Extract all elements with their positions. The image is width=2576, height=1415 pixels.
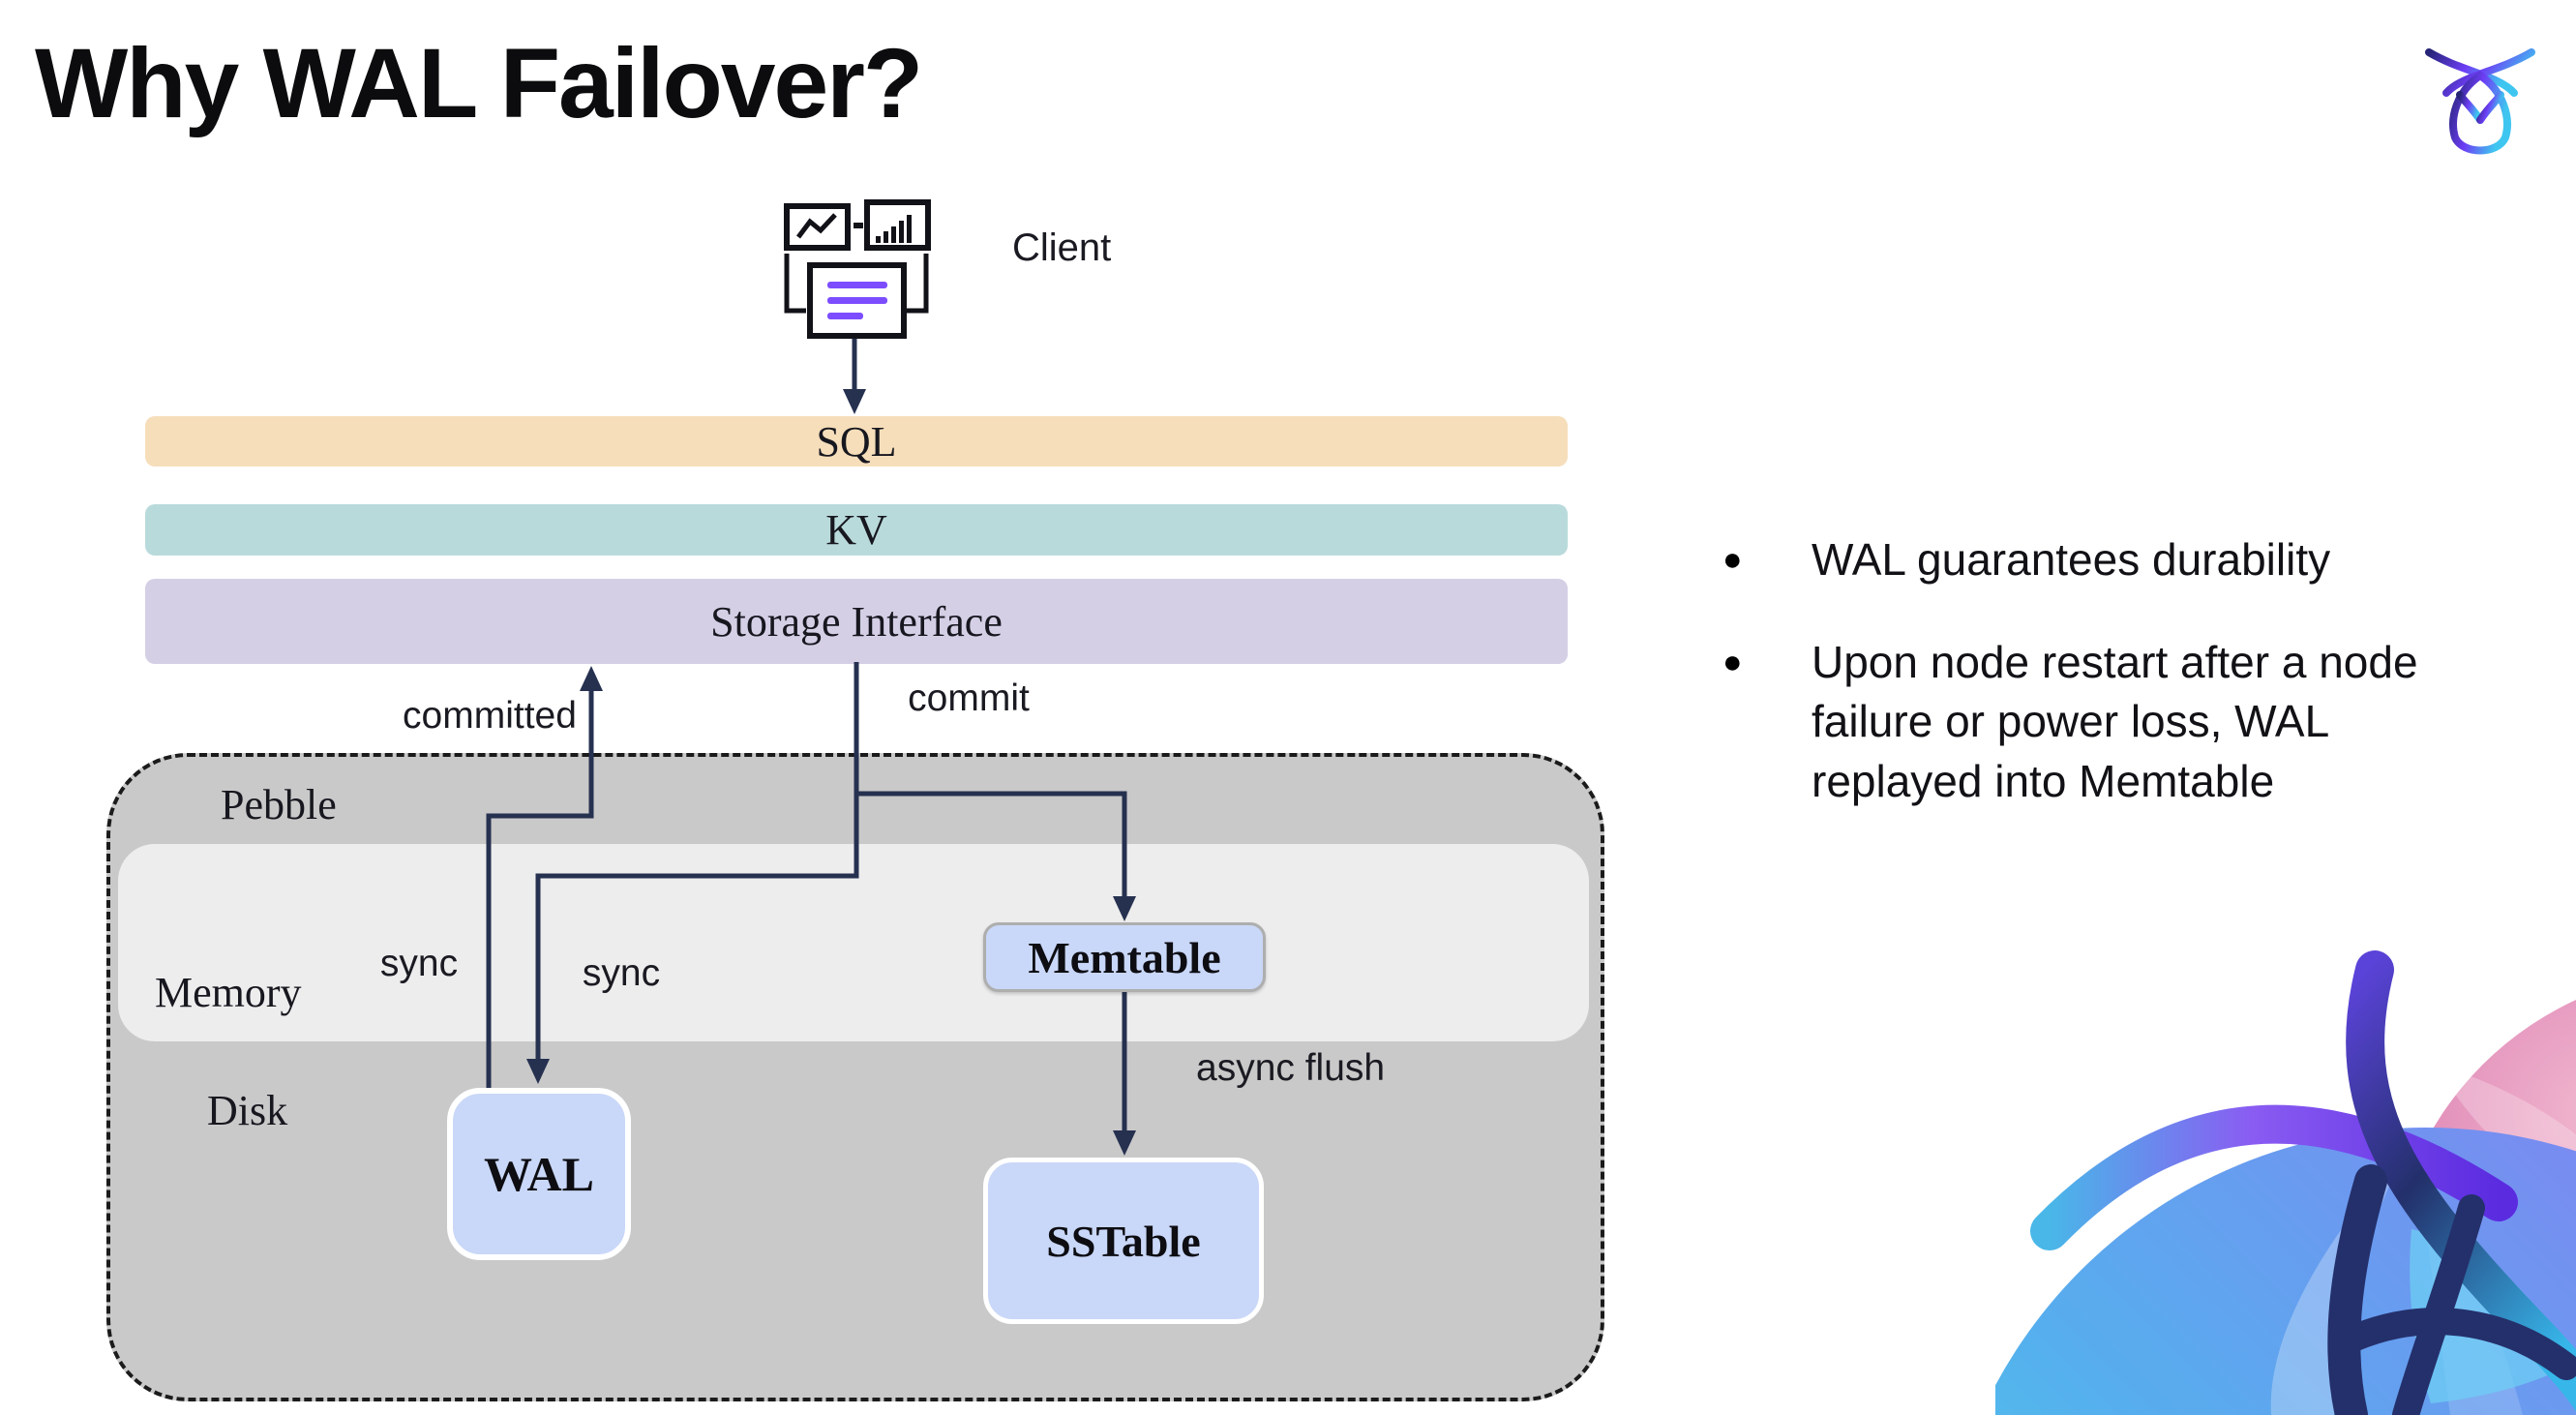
layer-label-sql: SQL (816, 417, 897, 466)
arrowhead-committed (580, 666, 603, 691)
client-label: Client (1012, 226, 1112, 269)
memory-region (118, 844, 1589, 1041)
layer-label-kv: KV (825, 506, 887, 554)
cockroachdb-logo (2425, 48, 2535, 159)
wal-node-label: WAL (484, 1147, 594, 1201)
list-item: ● WAL guarantees durability (1695, 530, 2566, 590)
wal-node: WAL (447, 1088, 631, 1260)
sstable-node-label: SSTable (1046, 1216, 1201, 1266)
memtable-node-label: Memtable (1028, 932, 1221, 982)
bullet-text: WAL guarantees durability (1812, 534, 2331, 585)
bullet-list: ● WAL guarantees durability ● Upon node … (1695, 530, 2566, 855)
layer-bar-storage-interface: Storage Interface (145, 579, 1568, 664)
list-item: ● Upon node restart after a node failure… (1695, 633, 2566, 812)
arrowhead-client (843, 389, 866, 414)
memtable-node: Memtable (983, 922, 1266, 992)
document-lines-icon (827, 282, 887, 319)
page-title: Why WAL Failover? (35, 28, 923, 138)
sync-right-edge-label: sync (582, 952, 661, 994)
sync-left-edge-label: sync (379, 943, 459, 984)
committed-edge-label: committed (403, 695, 577, 737)
layer-bar-kv: KV (145, 504, 1568, 556)
corner-artwork (1995, 950, 2576, 1415)
bullet-dot-icon: ● (1722, 643, 1743, 680)
commit-edge-label: commit (908, 677, 1030, 719)
sstable-node: SSTable (983, 1158, 1264, 1324)
async-flush-edge-label: async flush (1196, 1047, 1386, 1089)
disk-label: Disk (207, 1087, 288, 1134)
layer-bar-sql: SQL (145, 416, 1568, 467)
bullet-text: Upon node restart after a node failure o… (1812, 636, 2418, 806)
bullet-dot-icon: ● (1722, 541, 1743, 578)
layer-label-storage-interface: Storage Interface (710, 597, 1003, 646)
memory-label: Memory (155, 969, 302, 1016)
pebble-label: Pebble (221, 781, 337, 828)
client-icon (784, 199, 931, 339)
